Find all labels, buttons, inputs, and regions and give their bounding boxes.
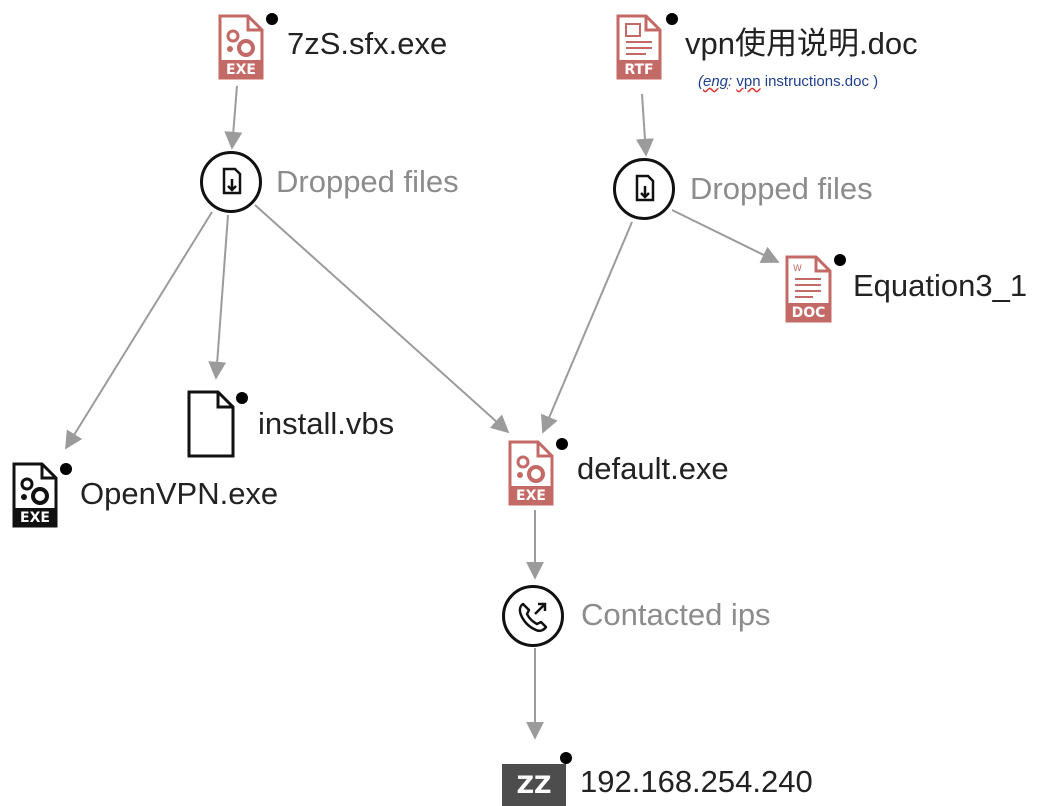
edge-sfx-to-dropped (224, 85, 243, 150)
dropped-files-node[interactable] (613, 158, 675, 220)
exe-badge: EXE (516, 488, 546, 504)
phone-outgoing-icon (518, 602, 548, 633)
exe-file-icon[interactable]: EXE (506, 440, 554, 511)
doc-file-icon[interactable]: W DOC (783, 255, 833, 328)
node-label-install-vbs[interactable]: install.vbs (258, 406, 395, 441)
translation-note: (eng: vpn instructions.doc ) (698, 73, 878, 90)
edge-dropped-to-equation (671, 209, 780, 263)
note-vpn: vpn (736, 73, 761, 90)
exe-file-icon[interactable]: EXE (216, 14, 264, 85)
edge-vpndoc-to-dropped (635, 93, 654, 157)
dropped-file-icon (635, 174, 655, 202)
relation-label-dropped-2: Dropped files (690, 171, 873, 206)
note-eng: eng (703, 73, 729, 90)
node-status-dot (266, 13, 278, 25)
node-label-default-exe[interactable]: default.exe (577, 451, 729, 486)
node-label-sfx-exe[interactable]: 7zS.sfx.exe (287, 26, 448, 61)
exe-badge: EXE (226, 62, 256, 78)
doc-badge: DOC (792, 305, 826, 321)
node-status-dot (60, 463, 72, 475)
node-status-dot (556, 438, 568, 450)
node-status-dot (834, 254, 846, 266)
dropped-files-node[interactable] (200, 151, 262, 213)
relation-label-contacted: Contacted ips (581, 597, 771, 632)
rtf-file-icon[interactable]: RTF (614, 14, 662, 85)
edge-dropped-to-openvpn (65, 211, 213, 450)
edge-dropped-to-install (208, 214, 229, 380)
ip-address-icon[interactable]: ZZ (502, 764, 566, 806)
node-status-dot (236, 392, 248, 404)
node-label-openvpn[interactable]: OpenVPN.exe (80, 476, 279, 511)
blank-file-icon[interactable] (186, 390, 236, 463)
note-colon: : (728, 73, 737, 90)
rtf-badge: RTF (624, 62, 653, 78)
dropped-file-icon (222, 167, 242, 195)
doc-mini-letter: W (793, 264, 802, 274)
node-status-dot (666, 13, 678, 25)
exe-badge: EXE (20, 510, 50, 526)
contacted-ips-node[interactable] (502, 585, 564, 647)
note-prefix: ( (698, 73, 703, 90)
edge-dropped-to-default-2 (541, 221, 633, 434)
node-label-equation[interactable]: Equation3_1 (853, 268, 1028, 303)
node-label-ip[interactable]: 192.168.254.240 (580, 764, 813, 799)
relation-label-dropped-1: Dropped files (276, 164, 459, 199)
note-rest: instructions.doc ) (760, 73, 879, 90)
exe-file-icon[interactable]: EXE (10, 462, 58, 533)
node-status-dot (560, 752, 572, 764)
node-label-vpn-doc[interactable]: vpn使用说明.doc (685, 26, 918, 61)
edge-dropped-to-default (254, 204, 510, 434)
